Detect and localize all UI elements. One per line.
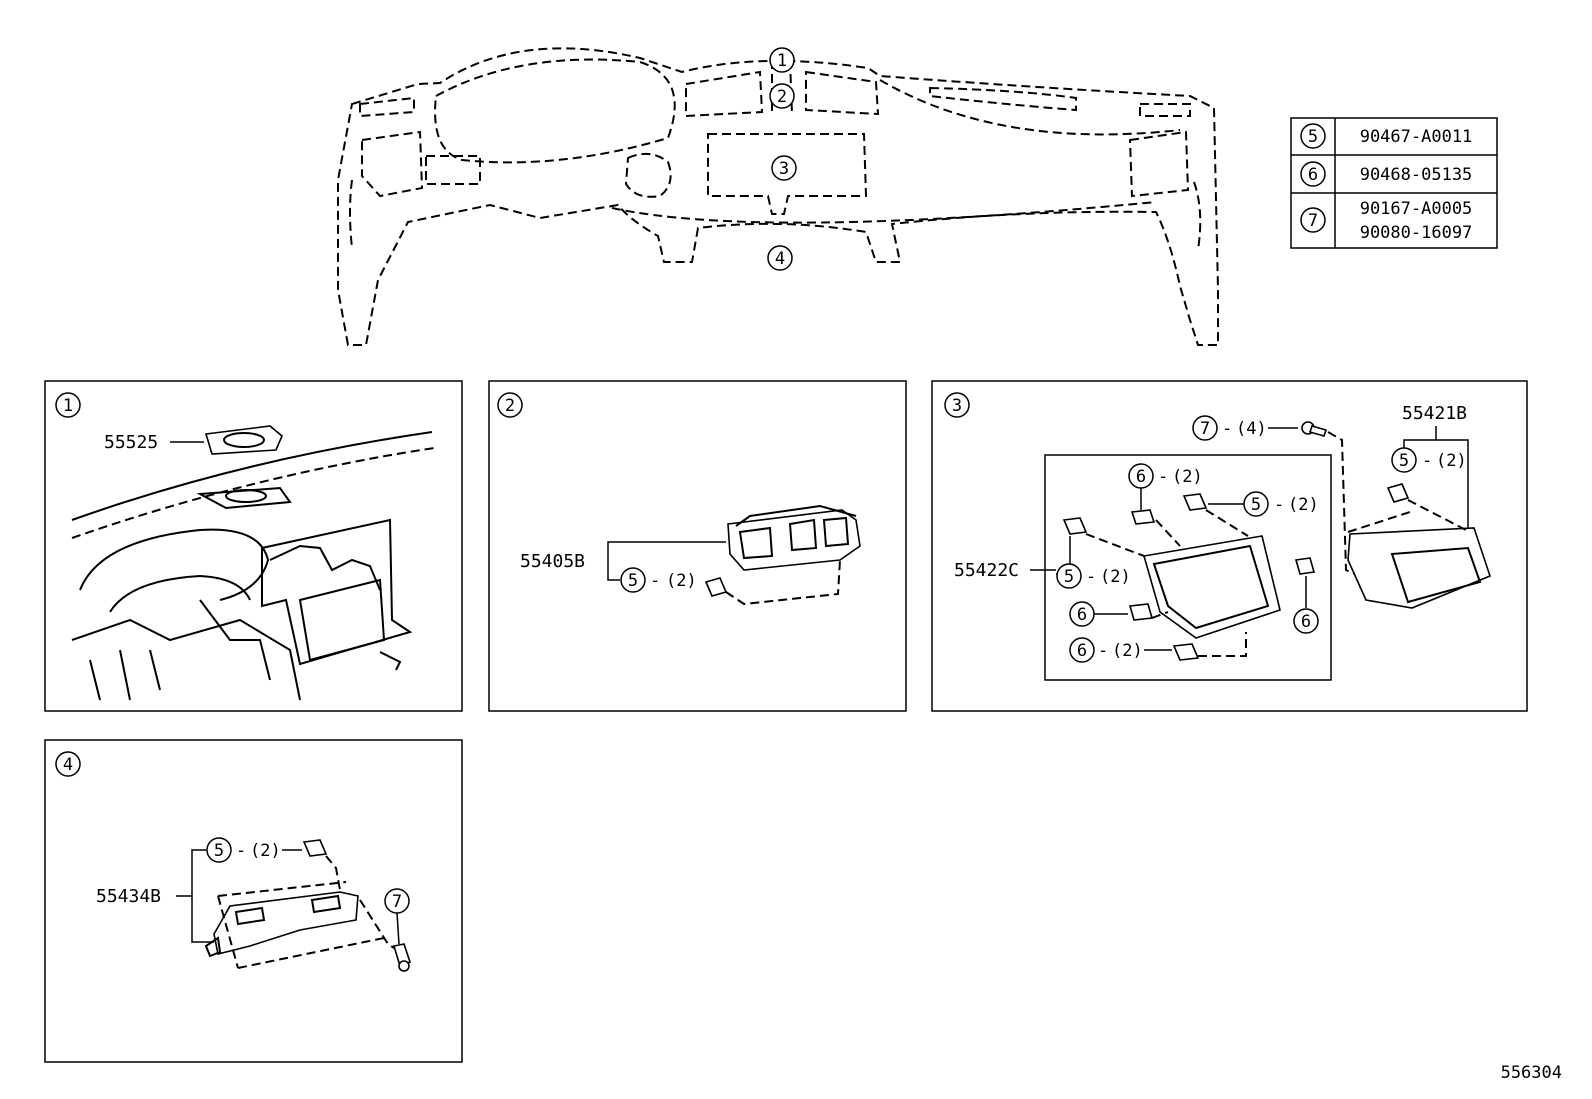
callout-circle-4: [767, 245, 793, 271]
p3-callout-7-dash: -: [1222, 419, 1232, 439]
p4-callout-7: 7: [392, 892, 402, 912]
part-number-55434B: 55434B: [96, 886, 161, 907]
callout-4: 4: [775, 249, 785, 269]
parts-legend-table: 5 90467-A0011 6 90468-05135 7 90167-A000…: [1290, 117, 1498, 249]
panel-1-label: 1: [63, 396, 73, 416]
legend-part-6: 90468-05135: [1360, 165, 1473, 185]
part-number-55422C: 55422C: [954, 560, 1019, 581]
lower-panel-55434B: [213, 891, 359, 955]
drawing-number: 556304: [1501, 1063, 1562, 1083]
p3-callout-5-mid-dash: -: [1274, 495, 1284, 515]
p3-callout-7: 7: [1200, 419, 1210, 439]
panel-4-label: 4: [63, 755, 73, 775]
callout-circle-1: [769, 47, 795, 73]
overview-callouts: 1 2 3 4: [767, 47, 797, 271]
p3-callout-6-top: 6: [1136, 467, 1146, 487]
legend-part-5: 90467-A0011: [1360, 127, 1473, 147]
callout-circle-3: [771, 155, 797, 181]
dashboard-overview: [337, 47, 1219, 346]
part-number-55525: 55525: [104, 432, 158, 453]
p3-callout-5-left-dash: -: [1086, 567, 1096, 587]
p3-callout-5-top-dash: -: [1422, 451, 1432, 471]
speaker-cover-part: [204, 425, 283, 455]
p3-callout-7-qty: (4): [1236, 419, 1267, 439]
p2-callout-5: 5: [628, 571, 638, 591]
callout-1: 1: [777, 51, 787, 71]
panel-4: 4 55434B 5 - (2) 7: [44, 739, 463, 1063]
panel-1: 1 55525: [44, 380, 463, 712]
p3-callout-6-bottom: 6: [1077, 641, 1087, 661]
p3-callout-6-top-dash: -: [1158, 467, 1168, 487]
p3-callout-5-mid: 5: [1251, 495, 1261, 515]
p3-callout-5-mid-qty: (2): [1288, 495, 1319, 515]
p3-callout-6-bottom-qty: (2): [1112, 641, 1143, 661]
p4-screw: [392, 943, 411, 968]
center-vent-part: [727, 509, 861, 571]
callout-circle-2: [769, 83, 795, 109]
p3-callout-6-top-qty: (2): [1172, 467, 1203, 487]
legend-part-7b: 90080-16097: [1360, 223, 1473, 243]
p3-callout-5-top-qty: (2): [1436, 451, 1467, 471]
p4-callout-5: 5: [214, 841, 224, 861]
part-number-55405B: 55405B: [520, 551, 585, 572]
legend-part-7a: 90167-A0005: [1360, 199, 1473, 219]
legend-ref-6: 6: [1308, 165, 1318, 185]
callout-3: 3: [779, 159, 789, 179]
callout-2: 2: [777, 87, 787, 107]
legend-ref-7: 7: [1308, 211, 1318, 231]
part-number-55421B: 55421B: [1402, 403, 1467, 424]
p3-callout-6-bottom-dash: -: [1098, 641, 1108, 661]
panel-2: 2 55405B 5 - (2): [488, 380, 907, 712]
p3-callout-6-right: 6: [1301, 612, 1311, 632]
p3-callout-6-left: 6: [1077, 605, 1087, 625]
legend-ref-5: 5: [1308, 127, 1318, 147]
p4-callout-5-qty: (2): [250, 841, 281, 861]
p3-callout-5-left-qty: (2): [1100, 567, 1131, 587]
p2-callout-5-qty: (2): [666, 571, 697, 591]
p3-callout-5-left: 5: [1064, 567, 1074, 587]
p2-callout-5-qty-dash: -: [650, 571, 660, 591]
radio-bezel-55421B: [1347, 527, 1491, 609]
panel-3: 3 55421B 5 - (2) 7 - (4) 55422C 6 - (2) …: [931, 380, 1528, 712]
panel-3-label: 3: [952, 396, 962, 416]
p4-callout-5-dash: -: [236, 841, 246, 861]
p3-callout-5-top: 5: [1399, 451, 1409, 471]
panel-2-label: 2: [505, 396, 515, 416]
